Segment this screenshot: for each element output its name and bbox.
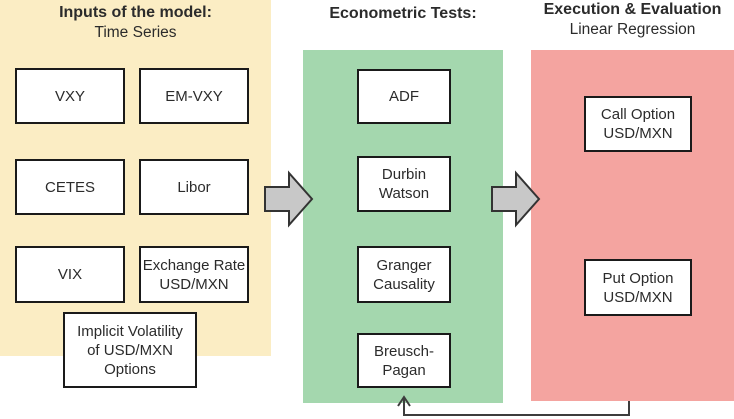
node-vxy: VXY	[15, 68, 125, 124]
node-adf-label: ADF	[389, 88, 419, 105]
node-put-option: Put Option USD/MXN	[584, 259, 692, 316]
node-em-vxy-label: EM-VXY	[165, 87, 223, 105]
node-put-option-label: Put Option USD/MXN	[602, 269, 674, 306]
node-exchange-rate: Exchange Rate USD/MXN	[139, 246, 249, 303]
node-exchange-rate-label: Exchange Rate USD/MXN	[142, 256, 246, 293]
node-vix: VIX	[15, 246, 125, 303]
node-adf: ADF	[357, 69, 451, 124]
node-cetes: CETES	[15, 159, 125, 215]
node-vix-label: VIX	[57, 266, 83, 283]
tests-title: Econometric Tests:	[329, 5, 477, 22]
column-header-execution: Execution & Evaluation Linear Regression	[531, 0, 734, 40]
node-durbin-watson: Durbin Watson	[357, 156, 451, 212]
column-header-inputs: Inputs of the model: Time Series	[0, 3, 271, 43]
execution-subtitle: Linear Regression	[569, 21, 696, 38]
node-call-option-label: Call Option USD/MXN	[600, 106, 676, 142]
node-libor: Libor	[139, 159, 249, 215]
node-em-vxy: EM-VXY	[139, 68, 249, 124]
execution-title: Execution & Evaluation	[543, 1, 722, 18]
node-durbin-watson-label: Durbin Watson	[378, 166, 430, 202]
node-call-option: Call Option USD/MXN	[584, 96, 692, 152]
inputs-title: Inputs of the model:	[59, 4, 212, 21]
node-implicit-volatility: Implicit Volatility of USD/MXN Options	[63, 312, 197, 388]
node-breusch-pagan: Breusch- Pagan	[357, 333, 451, 388]
node-vxy-label: VXY	[54, 87, 85, 105]
inputs-subtitle: Time Series	[94, 24, 177, 41]
node-libor-label: Libor	[177, 178, 211, 196]
node-cetes-label: CETES	[44, 178, 95, 196]
node-breusch-pagan-label: Breusch- Pagan	[373, 342, 435, 379]
node-granger-causality-label: Granger Causality	[373, 256, 435, 293]
node-granger-causality: Granger Causality	[357, 246, 451, 303]
node-implicit-volatility-label: Implicit Volatility of USD/MXN Options	[77, 322, 183, 378]
column-header-tests: Econometric Tests:	[303, 4, 503, 24]
